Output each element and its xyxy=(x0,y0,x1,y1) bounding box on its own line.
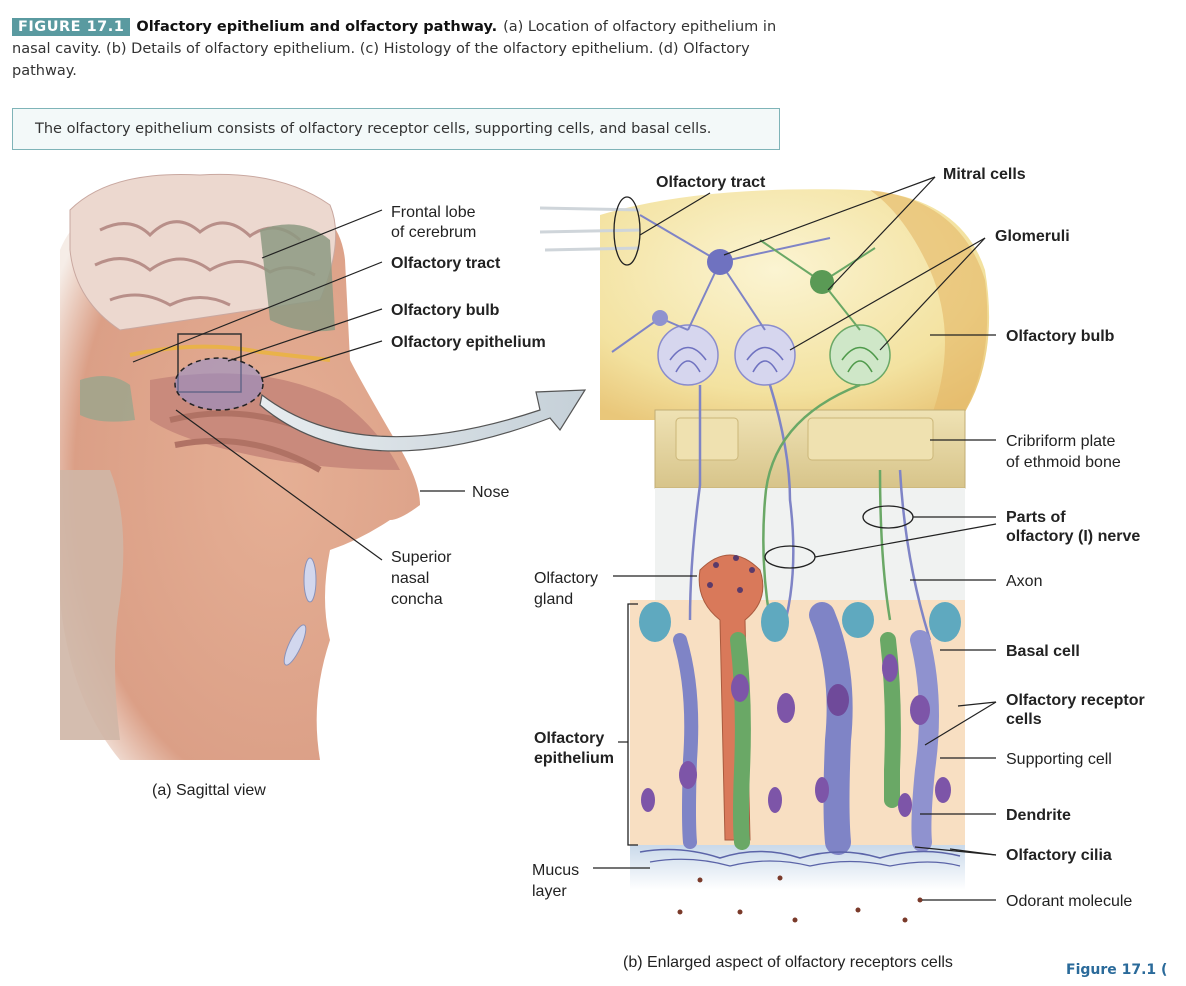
label-nerve-line2: olfactory (I) nerve xyxy=(1006,528,1140,545)
label-olfactory-bulb-b: Olfactory bulb xyxy=(1006,328,1115,345)
label-cribriform-line2: of ethmoid bone xyxy=(1006,454,1121,471)
label-mucus-line1: Mucus xyxy=(532,862,579,879)
label-frontal-lobe-line2: of cerebrum xyxy=(391,224,476,241)
label-olfactory-bulb-a: Olfactory bulb xyxy=(391,302,500,319)
label-mitral-cells: Mitral cells xyxy=(943,166,1026,183)
figure-tag: FIGURE 17.1 xyxy=(12,18,131,36)
label-gland-line2: gland xyxy=(534,591,573,608)
label-nose: Nose xyxy=(472,484,509,501)
label-receptor-line2: cells xyxy=(1006,711,1042,728)
subcaption-enlarged-view: (b) Enlarged aspect of olfactory recepto… xyxy=(623,954,953,971)
key-concept-box: The olfactory epithelium consists of olf… xyxy=(12,108,780,150)
label-receptor-line1: Olfactory receptor xyxy=(1006,692,1145,709)
label-basal-cell: Basal cell xyxy=(1006,643,1080,660)
figure-reference-link[interactable]: Figure 17.1 ( xyxy=(1066,962,1168,978)
panel-b-labels: Olfactory tract Mitral cells Glomeruli O… xyxy=(532,166,1145,971)
sagittal-head-illustration xyxy=(60,173,420,760)
panel-a-leaders xyxy=(132,209,465,561)
label-concha-line3: concha xyxy=(391,591,443,608)
subcaption-sagittal-view: (a) Sagittal view xyxy=(152,782,266,799)
label-nerve-line1: Parts of xyxy=(1006,509,1066,526)
label-cribriform-line1: Cribriform plate xyxy=(1006,433,1115,450)
figure-caption: FIGURE 17.1 Olfactory epithelium and olfa… xyxy=(12,16,812,82)
label-axon: Axon xyxy=(1006,573,1042,590)
panel-a-labels: Frontal lobe of cerebrum Olfactory tract… xyxy=(152,204,546,799)
figure-title: Olfactory epithelium and olfactory pathw… xyxy=(136,19,498,35)
label-epithelium-line2: epithelium xyxy=(534,750,614,767)
label-olfactory-cilia: Olfactory cilia xyxy=(1006,847,1112,864)
magnify-arrow xyxy=(259,389,587,452)
label-odorant-molecule: Odorant molecule xyxy=(1006,893,1132,910)
figure-caption-text: (a) Location of olfactory epithelium in … xyxy=(12,19,777,79)
label-glomeruli: Glomeruli xyxy=(995,228,1070,245)
panel-b-leaders xyxy=(593,176,997,901)
label-concha-line1: Superior xyxy=(391,549,452,566)
label-frontal-lobe-line1: Frontal lobe xyxy=(391,204,476,221)
label-gland-line1: Olfactory xyxy=(534,570,598,587)
label-concha-line2: nasal xyxy=(391,570,429,587)
label-olfactory-epithelium-a: Olfactory epithelium xyxy=(391,334,546,351)
label-olfactory-tract-b: Olfactory tract xyxy=(656,174,766,191)
label-olfactory-tract-a: Olfactory tract xyxy=(391,255,501,272)
label-mucus-line2: layer xyxy=(532,883,567,900)
label-epithelium-line1: Olfactory xyxy=(534,730,604,747)
label-dendrite: Dendrite xyxy=(1006,807,1071,824)
label-supporting-cell: Supporting cell xyxy=(1006,751,1112,768)
enlarged-epithelium-illustration xyxy=(539,189,990,923)
